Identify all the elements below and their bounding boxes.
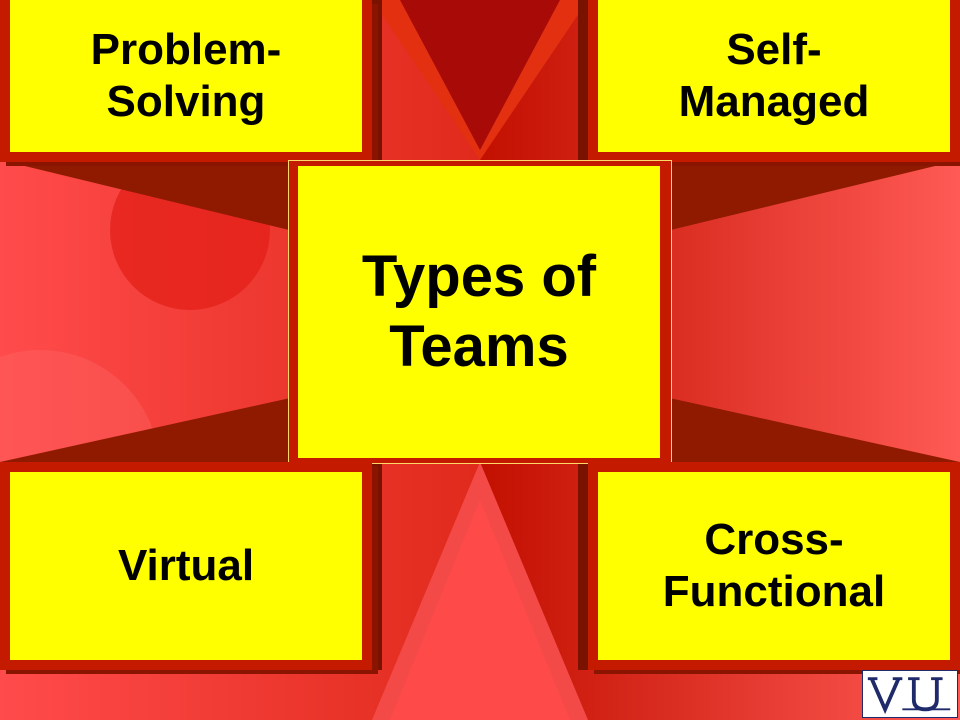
self-managed-box: Self- Managed: [588, 0, 960, 162]
virtual-label: Virtual: [117, 541, 255, 591]
cross-functional-box: Cross- Functional: [588, 462, 960, 670]
problem-solving-label-line2: Solving: [106, 77, 266, 126]
virtual-box: Virtual: [0, 462, 372, 670]
problem-solving-box: Problem- Solving: [0, 0, 372, 162]
vu-monogram-icon: [862, 670, 958, 718]
self-managed-label-line1: Self-: [726, 25, 822, 75]
center-title-line2: Teams: [389, 314, 569, 379]
problem-solving-label-line1: Problem-: [90, 25, 282, 75]
cross-functional-label-line2: Functional: [662, 567, 886, 616]
cross-functional-label-line1: Cross-: [704, 515, 844, 565]
center-title-line1: Types of: [361, 244, 597, 310]
self-managed-label-line2: Managed: [678, 77, 870, 126]
types-of-teams-box: Types of Teams: [298, 166, 660, 458]
